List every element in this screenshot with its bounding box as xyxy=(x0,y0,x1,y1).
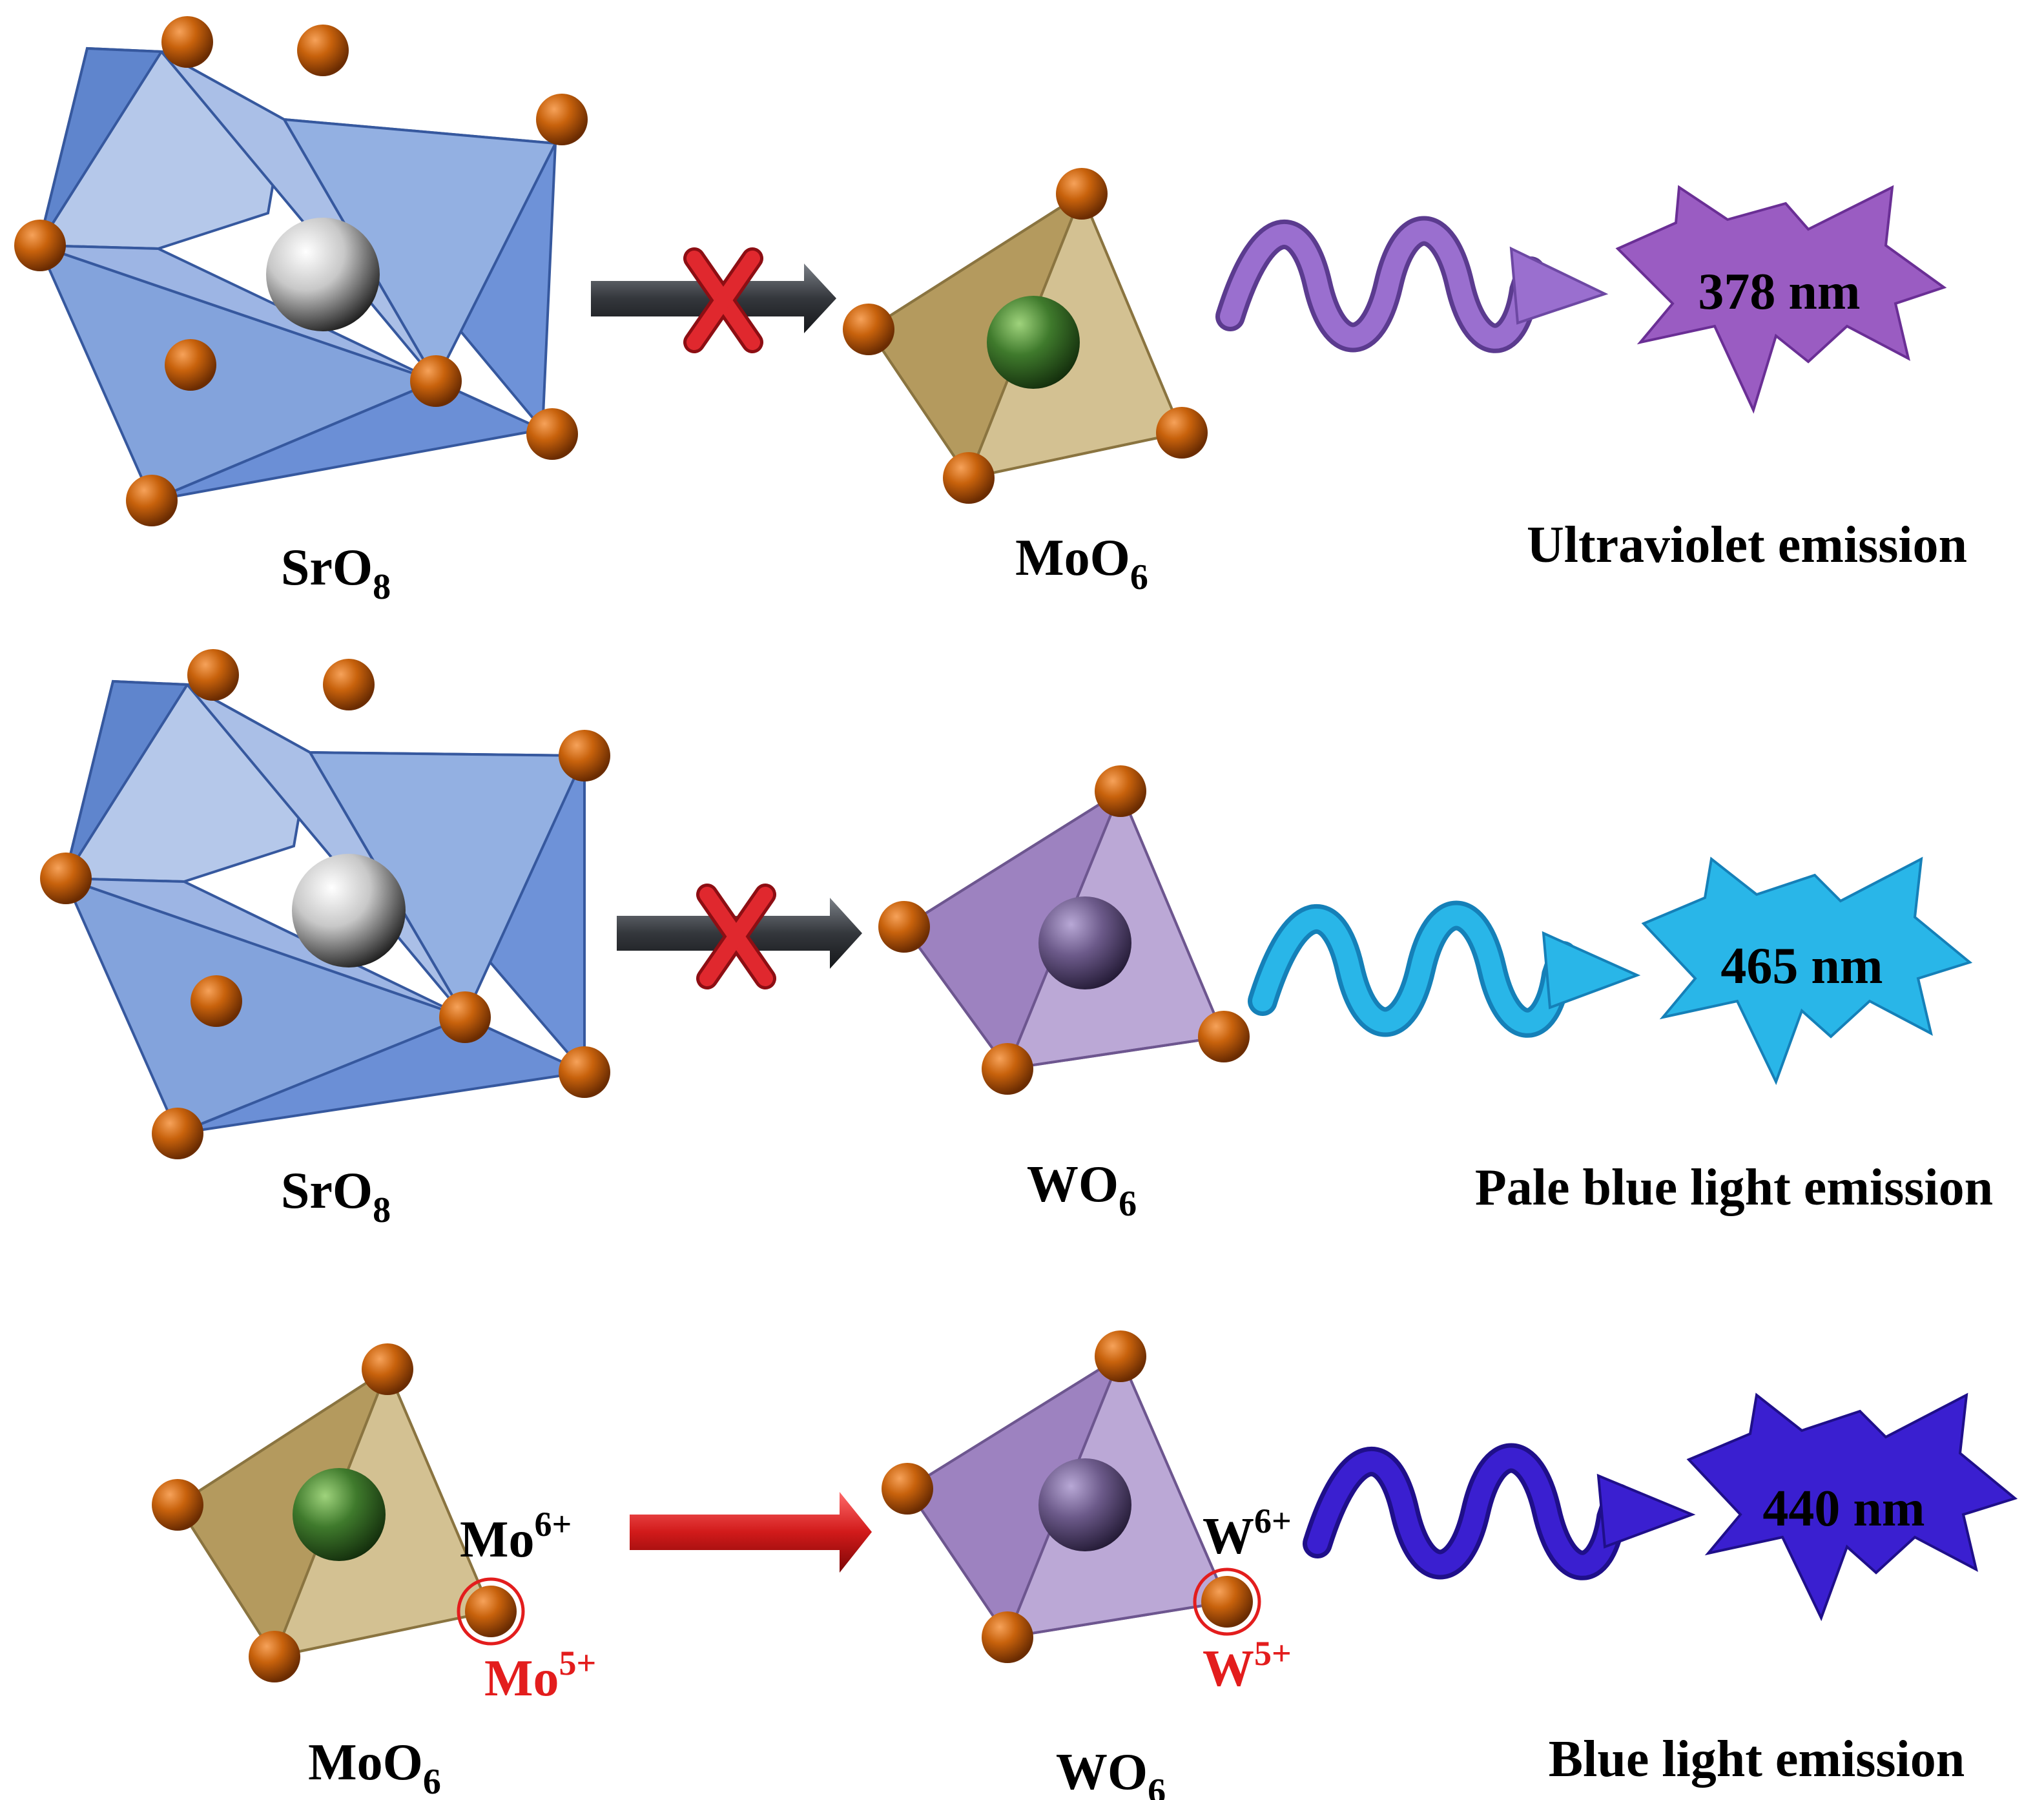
w-atom xyxy=(1038,896,1131,989)
uv-wave-icon xyxy=(1215,216,1609,353)
wavelength-label: 440 nm xyxy=(1762,1480,1925,1537)
mo-atom xyxy=(293,1468,386,1561)
reduced-oxygen-highlight xyxy=(457,1577,525,1646)
emission-burst-uv xyxy=(1615,185,1947,414)
blocked-transfer-arrow xyxy=(617,884,862,989)
sr-atom xyxy=(292,854,406,967)
emission-label: Blue light emission xyxy=(1549,1731,1965,1788)
oxygen-atoms xyxy=(882,1330,1253,1663)
w-atom xyxy=(1038,1458,1131,1551)
oxygen-atoms xyxy=(40,649,610,1159)
wavelength-label: 465 nm xyxy=(1720,938,1883,995)
emission-burst-blue xyxy=(1686,1392,2018,1622)
oxygen-atoms xyxy=(843,168,1208,504)
oxygen-atoms xyxy=(152,1343,517,1682)
sro8-polyhedron xyxy=(14,16,588,526)
sro8-polyhedron xyxy=(40,649,610,1159)
moo6-label: MoO6 xyxy=(1015,530,1148,597)
sr-atom xyxy=(266,218,380,331)
emission-label: Pale blue light emission xyxy=(1475,1159,1993,1216)
row-3: Mo6+ Mo5+ MoO6 W6+ W5+ WO6 440 nm xyxy=(152,1330,2018,1800)
x-mark-icon xyxy=(683,247,763,353)
wo6-label: WO6 xyxy=(1027,1156,1137,1224)
blocked-transfer-arrow xyxy=(591,247,836,353)
moo6-label: MoO6 xyxy=(308,1734,441,1800)
row-1: SrO8 MoO6 xyxy=(14,16,1967,607)
row-2: SrO8 WO6 xyxy=(40,649,1993,1230)
reduced-oxygen-highlight xyxy=(1193,1567,1261,1636)
x-mark-icon xyxy=(696,884,776,989)
oxygen-atoms xyxy=(14,16,588,526)
energy-transfer-arrow xyxy=(630,1492,872,1573)
moo6-polyhedron xyxy=(152,1343,525,1682)
w5-state-label: W5+ xyxy=(1203,1634,1292,1697)
wo6-polyhedron xyxy=(878,765,1250,1095)
mo5-state-label: Mo5+ xyxy=(484,1644,596,1707)
emission-label: Ultraviolet emission xyxy=(1527,517,1967,574)
mo6-state-label: Mo6+ xyxy=(460,1505,572,1568)
wo6-polyhedron xyxy=(882,1330,1261,1663)
emission-burst-pale-blue xyxy=(1641,856,1973,1086)
mo-atom xyxy=(987,296,1080,389)
wo6-label: WO6 xyxy=(1056,1744,1166,1800)
sro8-label: SrO8 xyxy=(281,539,391,607)
blue-wave-icon xyxy=(1303,1443,1696,1580)
moo6-polyhedron xyxy=(843,168,1208,504)
w6-state-label: W6+ xyxy=(1203,1502,1292,1565)
oxygen-atoms xyxy=(878,765,1250,1095)
wavelength-label: 378 nm xyxy=(1698,264,1860,320)
sro8-label: SrO8 xyxy=(281,1163,391,1230)
pale-blue-wave-icon xyxy=(1248,900,1641,1038)
